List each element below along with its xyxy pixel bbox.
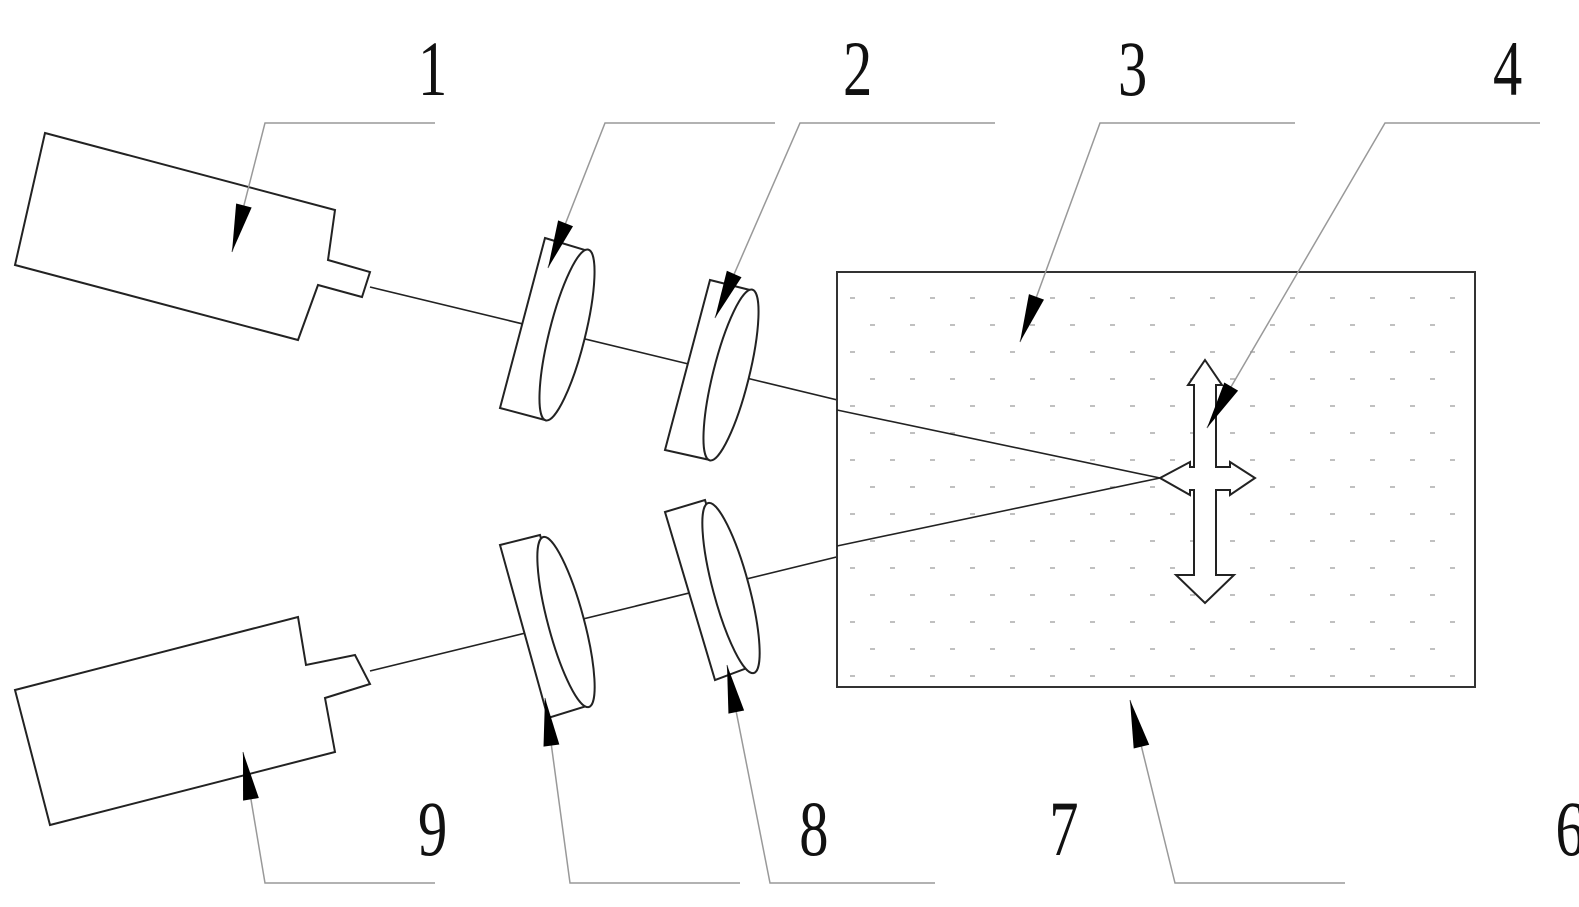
part-label-4: 4 [1493,26,1522,112]
part-label-8: 8 [799,786,828,872]
leader-line [243,752,435,883]
part-label-9: 9 [418,786,447,872]
lens-3 [665,280,770,465]
leader-line [1130,700,1345,883]
lens-8 [500,532,606,718]
part-label-7: 7 [1049,786,1078,872]
leader-line [727,665,935,883]
lower-laser [15,617,370,825]
lens-2 [500,238,606,425]
part-label-1: 1 [418,26,447,112]
pointer-arrowhead [1130,700,1149,749]
medium-container [837,272,1475,687]
lens-7 [665,498,771,680]
leader-line [545,698,740,883]
part-label-6: 6 [1556,786,1579,872]
upper-laser [15,133,370,340]
leader-line [548,123,775,268]
part-label-3: 3 [1118,26,1147,112]
part-label-2: 2 [843,26,872,112]
